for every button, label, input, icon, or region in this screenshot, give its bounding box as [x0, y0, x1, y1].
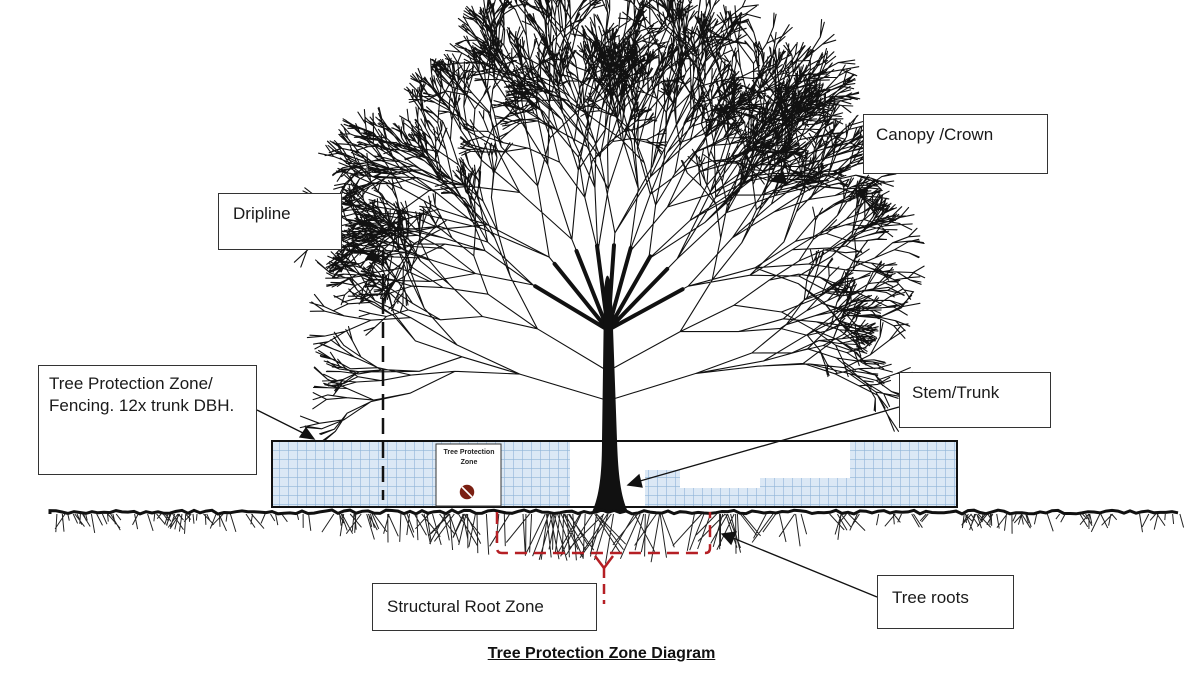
- label-stem-text: Stem/Trunk: [912, 383, 1000, 402]
- label-stem-trunk: Stem/Trunk: [899, 372, 1051, 428]
- arrow-dripline: [341, 239, 371, 257]
- label-tpz-text: Tree Protection Zone/ Fencing. 12x trunk…: [49, 374, 235, 415]
- sign-text: Tree Protection Zone: [443, 449, 495, 466]
- label-canopy-text: Canopy /Crown: [876, 125, 994, 144]
- structural-root-zone-bracket: [495, 512, 712, 604]
- label-srz-text: Structural Root Zone: [387, 597, 544, 616]
- arrow-stem: [639, 406, 900, 482]
- label-canopy: Canopy /Crown: [863, 114, 1048, 174]
- tpz-sign: [435, 443, 502, 507]
- callout-arrows: [256, 154, 900, 598]
- diagram-title: Tree Protection Zone Diagram: [487, 645, 716, 662]
- label-dripline-text: Dripline: [233, 204, 291, 223]
- label-structural-root-zone: Structural Root Zone: [372, 583, 597, 631]
- tree-trunk: [592, 275, 628, 512]
- label-roots-text: Tree roots: [892, 588, 969, 607]
- arrow-roots: [732, 537, 878, 598]
- label-tree-roots: Tree roots: [877, 575, 1014, 629]
- arrow-tpz: [256, 409, 306, 435]
- tree-canopy: [278, 0, 926, 443]
- label-tree-protection-zone: Tree Protection Zone/ Fencing. 12x trunk…: [38, 365, 257, 475]
- label-dripline: Dripline: [218, 193, 342, 250]
- ground-line: [48, 508, 1185, 564]
- arrow-canopy: [779, 154, 863, 179]
